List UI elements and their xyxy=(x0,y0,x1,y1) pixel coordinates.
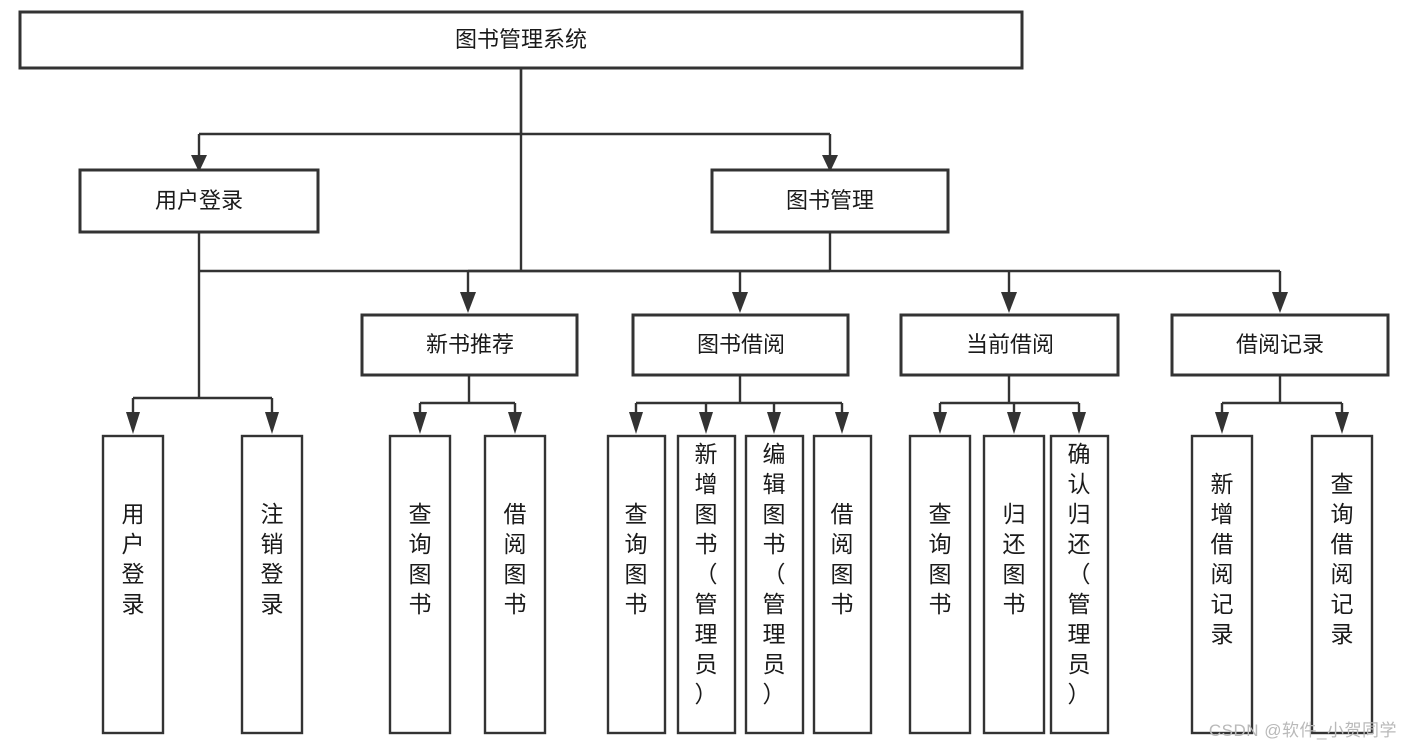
leaf-query-book-recommend-box[interactable] xyxy=(388,434,452,735)
leaf-query-book-current-box[interactable] xyxy=(908,434,972,735)
node-current-borrow[interactable]: 当前借阅 xyxy=(899,313,1120,377)
leaf-query-book-current[interactable]: 查询图书 xyxy=(908,434,972,735)
arrow-leaf-userlogin xyxy=(126,412,140,434)
leaf-return-book[interactable]: 归还图书 xyxy=(982,434,1046,735)
arrow-current xyxy=(1001,292,1017,313)
arrow-newbook-leaf1 xyxy=(413,412,427,434)
leaf-user-login[interactable]: 用户登录 xyxy=(101,434,165,735)
leaf-borrow-book-recommend-box[interactable] xyxy=(483,434,547,735)
leaf-return-book-box[interactable] xyxy=(982,434,1046,735)
leaf-logout[interactable]: 注销登录 xyxy=(240,434,304,735)
connector-layer xyxy=(126,68,1349,434)
leaf-add-book-admin-label: 新增图书（管理员） xyxy=(695,441,718,707)
leaf-borrow-book-label: 借阅图书 xyxy=(831,501,854,617)
leaf-add-borrow-record-box[interactable] xyxy=(1190,434,1254,735)
arrow-book-mgmt xyxy=(822,155,838,172)
leaf-user-login-label: 用户登录 xyxy=(122,501,145,617)
leaf-query-borrow-record[interactable]: 查询借阅记录 xyxy=(1310,434,1374,735)
leaf-borrow-book-recommend-label: 借阅图书 xyxy=(504,501,527,617)
leaf-query-book-recommend[interactable]: 查询图书 xyxy=(388,434,452,735)
leaf-add-borrow-record[interactable]: 新增借阅记录 xyxy=(1190,434,1254,735)
arrow-record xyxy=(1272,292,1288,313)
leaf-edit-book-admin-box[interactable] xyxy=(744,434,805,735)
arrow-borrow-leaf2 xyxy=(699,412,713,434)
leaf-user-login-box[interactable] xyxy=(101,434,165,735)
leaf-query-book-current-label: 查询图书 xyxy=(929,501,952,617)
node-book-borrow[interactable]: 图书借阅 xyxy=(631,313,850,377)
leaf-query-book-recommend-label: 查询图书 xyxy=(409,501,432,617)
book-management-box[interactable] xyxy=(710,168,950,234)
leaf-add-borrow-record-label: 新增借阅记录 xyxy=(1211,471,1234,647)
user-login-box[interactable] xyxy=(78,168,320,234)
arrow-borrow xyxy=(732,292,748,313)
leaf-edit-book-admin[interactable]: 编辑图书（管理员） xyxy=(744,434,805,735)
arrow-borrow-leaf1 xyxy=(629,412,643,434)
new-book-recommend-box[interactable] xyxy=(360,313,579,377)
arrow-current-leaf2 xyxy=(1007,412,1021,434)
arrow-newbook xyxy=(460,292,476,313)
arrow-current-leaf1 xyxy=(933,412,947,434)
leaf-query-book-borrow-box[interactable] xyxy=(606,434,667,735)
book-management-label: 图书管理 xyxy=(786,188,874,213)
node-book-management[interactable]: 图书管理 xyxy=(710,168,950,234)
arrow-borrow-leaf4 xyxy=(835,412,849,434)
leaf-confirm-return-admin-label: 确认归还（管理员） xyxy=(1068,441,1091,707)
arrow-user-login xyxy=(191,155,207,172)
leaf-return-book-label: 归还图书 xyxy=(1003,501,1026,617)
current-borrow-box[interactable] xyxy=(899,313,1120,377)
arrow-newbook-leaf2 xyxy=(508,412,522,434)
leaf-borrow-book[interactable]: 借阅图书 xyxy=(812,434,873,735)
current-borrow-label: 当前借阅 xyxy=(966,332,1054,357)
csdn-watermark: CSDN @软件_小贺同学 xyxy=(1208,721,1397,740)
leaf-borrow-book-box[interactable] xyxy=(812,434,873,735)
node-user-login[interactable]: 用户登录 xyxy=(78,168,320,234)
leaf-confirm-return-admin[interactable]: 确认归还（管理员） xyxy=(1049,434,1110,735)
book-borrow-box[interactable] xyxy=(631,313,850,377)
arrow-record-leaf2 xyxy=(1335,412,1349,434)
node-new-book-recommend[interactable]: 新书推荐 xyxy=(360,313,579,377)
leaf-confirm-return-admin-box[interactable] xyxy=(1049,434,1110,735)
leaf-query-borrow-record-box[interactable] xyxy=(1310,434,1374,735)
leaf-logout-box[interactable] xyxy=(240,434,304,735)
leaf-add-book-admin-box[interactable] xyxy=(676,434,737,735)
arrow-record-leaf1 xyxy=(1215,412,1229,434)
leaf-borrow-book-recommend[interactable]: 借阅图书 xyxy=(483,434,547,735)
arrow-leaf-logout xyxy=(265,412,279,434)
arrow-current-leaf3 xyxy=(1072,412,1086,434)
new-book-recommend-label: 新书推荐 xyxy=(426,332,514,357)
leaf-edit-book-admin-label: 编辑图书（管理员） xyxy=(763,441,786,707)
leaf-query-borrow-record-label: 查询借阅记录 xyxy=(1331,471,1354,647)
leaf-query-book-borrow[interactable]: 查询图书 xyxy=(606,434,667,735)
leaf-logout-label: 注销登录 xyxy=(261,501,284,617)
root-label: 图书管理系统 xyxy=(455,27,587,52)
leaf-query-book-borrow-label: 查询图书 xyxy=(625,501,648,617)
node-borrow-record[interactable]: 借阅记录 xyxy=(1170,313,1390,377)
leaf-add-book-admin[interactable]: 新增图书（管理员） xyxy=(676,434,737,735)
arrow-borrow-leaf3 xyxy=(767,412,781,434)
node-root[interactable]: 图书管理系统 xyxy=(18,10,1024,70)
user-login-label: 用户登录 xyxy=(155,188,243,213)
borrow-record-label: 借阅记录 xyxy=(1236,332,1324,357)
borrow-record-box[interactable] xyxy=(1170,313,1390,377)
root-box[interactable] xyxy=(18,10,1024,70)
book-borrow-label: 图书借阅 xyxy=(697,332,785,357)
